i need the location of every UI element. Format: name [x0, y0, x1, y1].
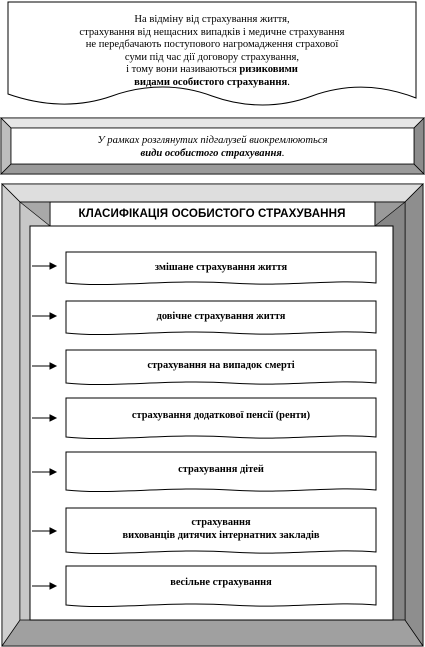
classification-item-7: весільне страхування	[170, 577, 272, 588]
classification-item-3: страхування на випадок смерті	[147, 360, 295, 371]
item-box-2	[65, 300, 377, 336]
item-box-3	[65, 349, 377, 386]
classification-title: КЛАСИФІКАЦІЯ ОСОБИСТОГО СТРАХУВАННЯ	[78, 207, 346, 220]
intro-banner-shape	[7, 1, 417, 106]
item-box-1	[65, 251, 377, 286]
subsector-note: У рамках розглянутих підгалузей виокремл…	[20, 134, 405, 160]
classification-items-graphics	[32, 251, 377, 608]
subsector-note-suffix: .	[281, 148, 285, 159]
intro-line-6-bold: видами особистого страхування	[134, 76, 288, 88]
intro-line-4: суми під час дії договору страхування,	[124, 51, 300, 63]
classification-item-6-line-1: страхування	[191, 517, 251, 528]
item-box-6	[65, 507, 377, 555]
intro-line-6: видами особистого страхування.	[44, 77, 380, 90]
classification-item-1: змішане страхування життя	[154, 262, 288, 273]
intro-text: На відміну від страхування життя, страху…	[44, 14, 380, 90]
arrow-icons	[32, 262, 58, 590]
subsector-note-line-2: види особистого страхування.	[20, 147, 405, 160]
intro-line-6-suffix: .	[287, 76, 290, 88]
intro-line-1: На відміну від страхування життя,	[134, 14, 290, 25]
classification-item-6-line-2: вихованців дитячих інтернатних закладів	[122, 530, 320, 541]
intro-line-5-prefix: і тому вони називаються	[126, 64, 240, 76]
subsector-note-line-1: У рамках розглянутих підгалузей виокремл…	[97, 135, 328, 146]
classification-item-2: довічне страхування життя	[156, 311, 286, 322]
intro-line-2: страхування від нещасних випадків і меди…	[79, 26, 345, 38]
intro-line-5: і тому вони називаються ризиковими	[44, 64, 380, 77]
intro-line-5-bold: ризиковими	[239, 64, 298, 76]
subsector-note-bold: види особистого страхування	[140, 148, 282, 159]
intro-line-3: не передбачають поступового нагромадженн…	[85, 39, 339, 51]
classification-item-5: страхування дітей	[178, 464, 264, 475]
item-box-4	[65, 397, 377, 440]
item-box-7	[65, 565, 377, 608]
classification-item-4: страхування додаткової пенсії (ренти)	[131, 410, 311, 421]
item-box-5	[65, 451, 377, 493]
subsector-strip	[0, 117, 425, 175]
classification-item-6: страхування вихованців дитячих інтернатн…	[68, 516, 374, 542]
